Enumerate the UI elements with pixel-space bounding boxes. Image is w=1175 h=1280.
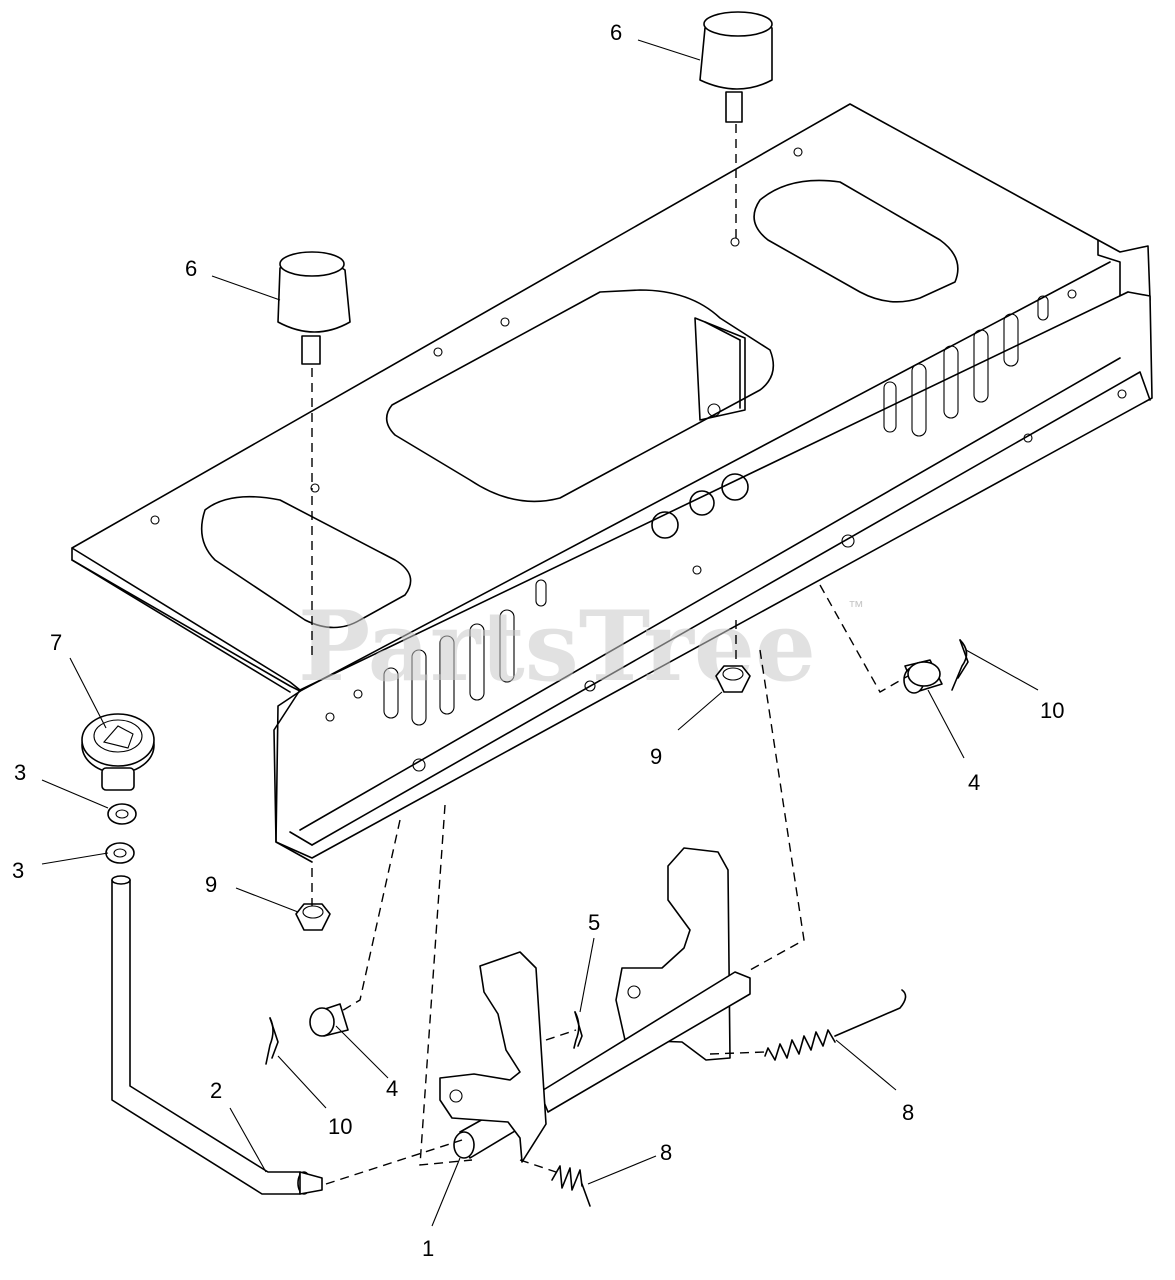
flange-nut-right [715,665,751,693]
callout-8-lower: 8 [660,1140,672,1165]
callout-1: 1 [422,1236,434,1261]
callout-2: 2 [210,1078,222,1103]
hairpin-center [573,1011,583,1049]
callout-4-right: 4 [968,770,980,795]
spring-long [764,989,907,1061]
callout-5: 5 [588,910,600,935]
side-slots [383,295,1049,726]
callout-8-right: 8 [902,1100,914,1125]
frame-cutouts [200,179,959,629]
spring-short [551,1165,591,1207]
washer-lower [105,842,135,864]
callout-10-right: 10 [1040,698,1064,723]
callout-6-left: 6 [185,256,197,281]
frame-holes [150,147,1127,772]
assembly-lines [311,124,909,1185]
bushing-left [309,1003,349,1037]
knob [81,713,155,791]
callout-7: 7 [50,630,62,655]
callout-9-right: 9 [650,744,662,769]
bushing-right [903,659,943,694]
callout-3-lower: 3 [12,858,24,883]
frame-plate [71,103,1153,863]
flange-nut-left [295,903,331,931]
callout-labels: 6 6 7 3 3 9 9 4 4 10 10 5 2 8 8 1 [12,20,1064,1261]
bumper-left [277,251,351,365]
lift-rod [111,875,323,1195]
bumper-right [699,11,773,123]
callout-10-left: 10 [328,1114,352,1139]
hairpin-right [951,639,969,691]
callout-4-left: 4 [386,1076,398,1101]
callout-3-upper: 3 [14,760,26,785]
watermark-trademark: ™ [848,599,864,616]
hairpin-left [265,1017,279,1065]
leader-lines [41,39,1039,1227]
lift-shaft-assembly [439,847,751,1163]
washer-upper [107,803,137,825]
callout-9-left: 9 [205,872,217,897]
callout-6-right: 6 [610,20,622,45]
watermark: PartsTree ™ [298,590,864,703]
